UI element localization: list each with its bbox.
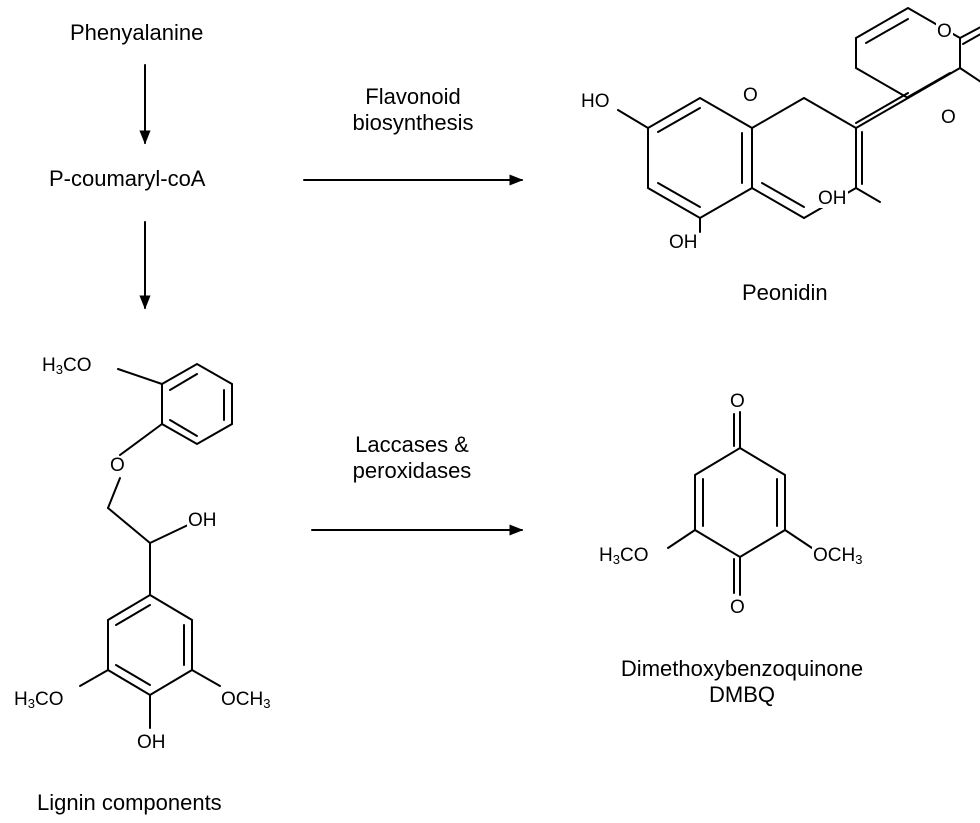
lignin-right-och3: OCH3	[220, 689, 272, 711]
lignin-oh: OH	[187, 510, 218, 531]
h3co-suffix: CO	[619, 545, 649, 566]
h3co-sub: 3	[27, 696, 35, 711]
dmbq-label-line1: Dimethoxybenzoquinone	[620, 656, 864, 681]
h3co-prefix: H	[599, 545, 613, 566]
flavonoid-biosynthesis-label: Flavonoid biosynthesis	[352, 84, 473, 137]
h3co-suffix: CO	[62, 355, 92, 376]
dmbq-bottom-o: O	[729, 597, 746, 618]
peonidin-5-oh: OH	[668, 232, 699, 253]
och3-prefix: OCH	[813, 545, 856, 566]
dmbq-och3: OCH3	[812, 545, 864, 567]
lignin-components-label: Lignin components	[37, 790, 222, 815]
peonidin-label: Peonidin	[742, 280, 828, 305]
peonidin-keto-o: O	[936, 21, 953, 42]
lignin-ether-o: O	[109, 455, 126, 476]
lignin-para-oh: OH	[136, 732, 167, 753]
flavonoid-label-line1: Flavonoid	[365, 84, 461, 109]
laccases-peroxidases-label: Laccases & peroxidases	[353, 432, 472, 485]
och3-sub: 3	[263, 696, 271, 711]
dmbq-structure	[667, 411, 813, 596]
och3-prefix: OCH	[221, 689, 264, 710]
h3co-sub: 3	[612, 552, 620, 567]
phenylalanine-label: Phenyalanine	[70, 20, 204, 45]
h3co-prefix: H	[14, 689, 28, 710]
peonidin-ho: HO	[580, 91, 611, 112]
p-coumaryl-coa-label: P-coumaryl-coA	[49, 166, 206, 191]
dmbq-label-line2: DMBQ	[708, 682, 775, 708]
h3co-sub: 3	[55, 362, 63, 377]
peonidin-ring-o: O	[742, 85, 759, 106]
peonidin-methoxy-o: O	[940, 107, 957, 128]
peonidin-3-oh: OH	[817, 188, 848, 209]
lignin-top-h3co: H3CO	[41, 355, 93, 377]
flavonoid-label-line2: biosynthesis	[352, 110, 474, 136]
lignin-structure	[79, 362, 233, 729]
peonidin-structure	[617, 6, 980, 233]
laccase-label-line2: peroxidases	[352, 458, 472, 484]
dmbq-top-o: O	[729, 391, 746, 412]
h3co-suffix: CO	[34, 689, 64, 710]
h3co-prefix: H	[42, 355, 56, 376]
dmbq-h3co: H3CO	[598, 545, 650, 567]
dmbq-label: Dimethoxybenzoquinone DMBQ	[621, 656, 863, 709]
och3-sub: 3	[855, 552, 863, 567]
lignin-left-h3co: H3CO	[13, 689, 65, 711]
laccase-label-line1: Laccases &	[355, 432, 469, 457]
